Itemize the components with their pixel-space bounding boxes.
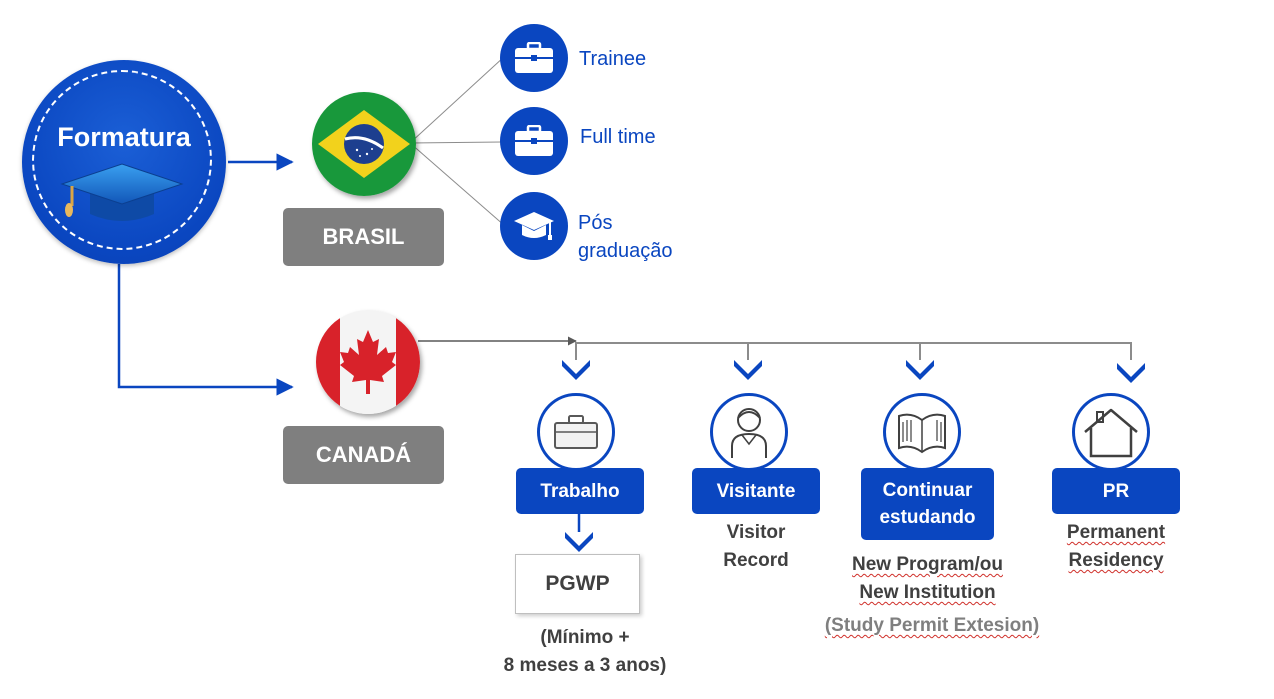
hub-title: Formatura xyxy=(57,122,191,152)
brasil-flag xyxy=(312,92,416,196)
brasil-label: BRASIL xyxy=(283,208,444,266)
trabalho-button: Trabalho xyxy=(516,468,644,514)
person-icon xyxy=(731,408,767,458)
chevron-down-icon xyxy=(734,360,762,380)
chevron-down-icon xyxy=(562,360,590,380)
trainee-option-icon xyxy=(500,24,568,92)
chevron-down-icon xyxy=(565,532,593,552)
briefcase-icon xyxy=(515,42,553,73)
fulltime-option-icon xyxy=(500,107,568,175)
pr-notes: Permanent Residency xyxy=(1066,522,1166,571)
hub-dashed-ring xyxy=(32,70,212,250)
graduation-cap-icon xyxy=(514,212,554,240)
pr-button: PR xyxy=(1052,468,1180,514)
maple-leaf-icon xyxy=(340,330,396,394)
pr-icon-circle xyxy=(1072,393,1150,471)
chevron-down-icon xyxy=(906,360,934,380)
visitante-notes: Visitor Record xyxy=(723,522,789,571)
study-permit-note: (Study Permit Extesion) xyxy=(824,615,1040,636)
trabalho-icon-circle xyxy=(537,393,615,471)
chevron-down-icon xyxy=(1117,363,1145,383)
visitante-icon-circle xyxy=(710,393,788,471)
posgraduacao-option-icon xyxy=(500,192,568,260)
visitante-button: Visitante xyxy=(692,468,820,514)
briefcase-icon xyxy=(515,125,553,156)
continuar-estudando-button: Continuar estudando xyxy=(861,468,994,540)
book-icon xyxy=(898,413,946,454)
pgwp-box: PGWP xyxy=(515,554,640,614)
house-icon xyxy=(1084,408,1138,458)
option-label-pos: Pós graduação xyxy=(578,212,673,262)
arrow-hub-canada xyxy=(117,264,294,396)
canada-label: CANADÁ xyxy=(283,426,444,484)
briefcase-outline-icon xyxy=(554,415,598,449)
canada-flag xyxy=(316,310,420,414)
estudando-notes: New Program/ou New Institution xyxy=(852,554,1003,603)
graduation-cap-icon xyxy=(60,163,184,221)
trabalho-notes: (Mínimo + 8 meses a 3 anos) xyxy=(503,627,667,676)
option-label-trainee: Trainee xyxy=(579,48,647,70)
option-label-fulltime: Full time xyxy=(580,126,656,148)
estudando-icon-circle xyxy=(883,393,961,471)
